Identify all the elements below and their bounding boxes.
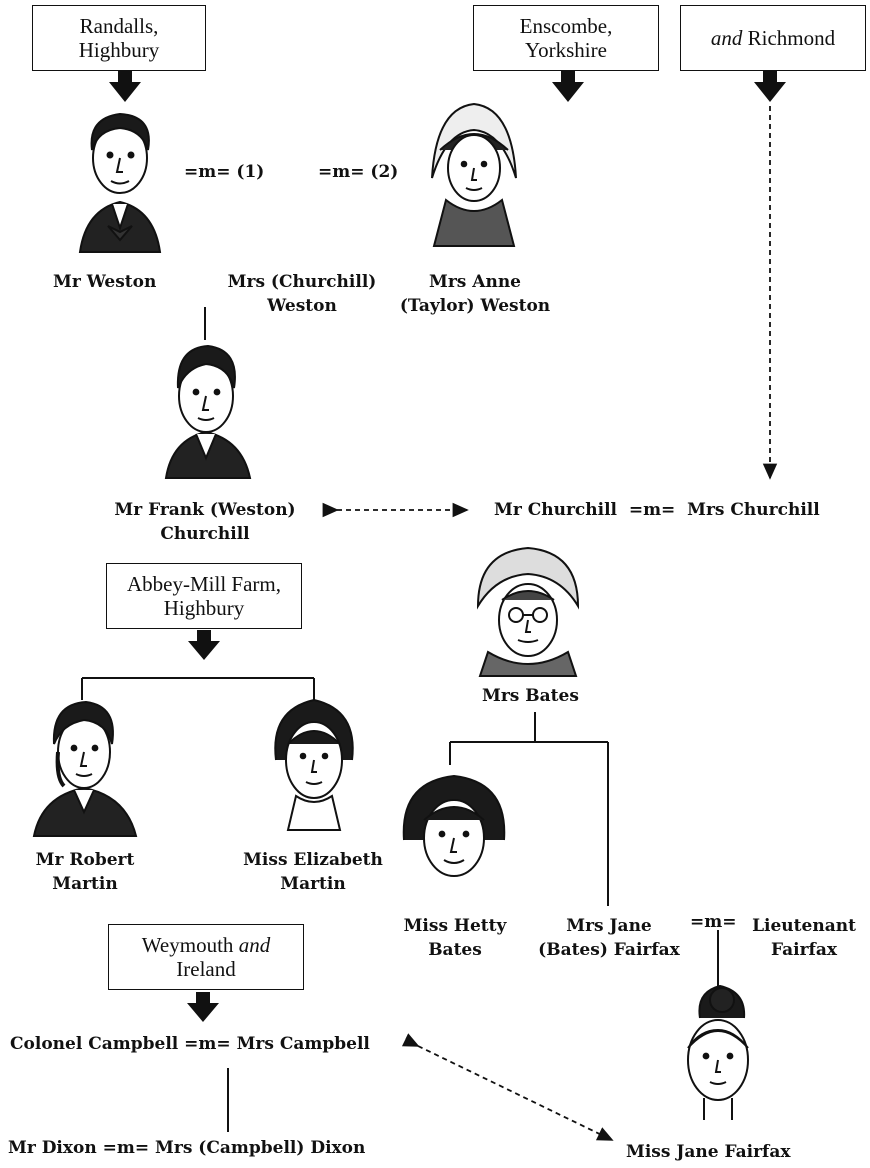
label-elizabeth-martin: Miss Elizabeth Martin bbox=[228, 848, 398, 896]
marriage-mark-first: =m= (1) bbox=[184, 162, 265, 182]
label-mrs-bates: Mrs Bates bbox=[482, 686, 579, 706]
place-box-weymouth: Weymouth and Ireland bbox=[108, 924, 304, 990]
jane-fairfax-portrait bbox=[687, 984, 749, 1120]
hetty-bates-portrait bbox=[402, 774, 506, 877]
place-weymouth-name: Weymouth bbox=[141, 933, 239, 957]
marriage-mark-second: =m= (2) bbox=[318, 162, 399, 182]
label-elizabeth-line2: Martin bbox=[280, 874, 346, 894]
place-randalls-line2: Highbury bbox=[78, 38, 160, 62]
place-abbey-line1: Abbey-Mill Farm, bbox=[127, 572, 281, 596]
elizabeth-martin-portrait bbox=[274, 698, 354, 831]
place-weymouth-and: and bbox=[238, 933, 271, 957]
label-churchill-couple: Mr Churchill =m= Mrs Churchill bbox=[494, 500, 820, 520]
place-enscombe-line1: Enscombe, bbox=[519, 14, 613, 38]
label-hetty-line1: Miss Hetty bbox=[403, 916, 507, 936]
label-hetty-line2: Bates bbox=[428, 940, 482, 960]
frank-churchill-portrait bbox=[164, 344, 252, 479]
place-richmond-name: Richmond bbox=[742, 26, 836, 50]
label-mrs-anne-weston: Mrs Anne (Taylor) Weston bbox=[380, 270, 570, 318]
label-robert-line2: Martin bbox=[52, 874, 118, 894]
label-campbell-couple: Colonel Campbell =m= Mrs Campbell bbox=[10, 1034, 370, 1054]
place-box-abbey-mill: Abbey-Mill Farm, Highbury bbox=[106, 563, 302, 629]
label-mrs-churchill-weston: Mrs (Churchill) Weston bbox=[212, 270, 392, 318]
enscombe-arrow-icon bbox=[552, 70, 584, 102]
label-mrs-anne-line1: Mrs Anne bbox=[429, 272, 521, 292]
richmond-arrow-icon bbox=[754, 70, 786, 102]
place-enscombe-line2: Yorkshire bbox=[525, 38, 607, 62]
label-lieutenant-line2: Fairfax bbox=[770, 940, 838, 960]
label-mrs-anne-line2: (Taylor) Weston bbox=[399, 296, 551, 316]
label-jane-bates-line1: Mrs Jane bbox=[566, 916, 652, 936]
label-lieutenant-line1: Lieutenant bbox=[752, 916, 856, 936]
weymouth-arrow-icon bbox=[187, 992, 219, 1022]
label-frank-line2: Churchill bbox=[160, 524, 250, 544]
label-hetty-bates: Miss Hetty Bates bbox=[390, 914, 520, 962]
mr-weston-portrait bbox=[78, 112, 162, 253]
place-randalls-line1: Randalls, bbox=[79, 14, 159, 38]
place-box-randalls: Randalls, Highbury bbox=[32, 5, 206, 71]
label-lieutenant-fairfax: Lieutenant Fairfax bbox=[746, 914, 862, 962]
randalls-arrow-icon bbox=[109, 70, 141, 102]
mrs-bates-portrait bbox=[476, 546, 580, 677]
label-jane-bates-line2: (Bates) Fairfax bbox=[538, 940, 680, 960]
label-frank-churchill: Mr Frank (Weston) Churchill bbox=[90, 498, 320, 546]
abbey-arrow-icon bbox=[188, 630, 220, 660]
label-elizabeth-line1: Miss Elizabeth bbox=[243, 850, 383, 870]
campbell-jane-dashed-link bbox=[401, 1033, 614, 1141]
label-mr-weston: Mr Weston bbox=[53, 272, 157, 292]
label-dixon-couple: Mr Dixon =m= Mrs (Campbell) Dixon bbox=[8, 1138, 366, 1158]
label-jane-bates-fairfax: Mrs Jane (Bates) Fairfax bbox=[524, 914, 694, 962]
label-robert-martin: Mr Robert Martin bbox=[20, 848, 150, 896]
marriage-mark-fairfax: =m= bbox=[690, 912, 737, 932]
place-weymouth-line2: Ireland bbox=[176, 957, 236, 981]
place-richmond-and: and bbox=[710, 26, 743, 50]
mrs-anne-weston-portrait bbox=[431, 102, 517, 247]
label-robert-line1: Mr Robert bbox=[35, 850, 135, 870]
place-box-enscombe: Enscombe, Yorkshire bbox=[473, 5, 659, 71]
place-box-richmond: and Richmond bbox=[680, 5, 866, 71]
label-jane-fairfax: Miss Jane Fairfax bbox=[626, 1142, 791, 1162]
robert-martin-portrait bbox=[32, 700, 138, 837]
label-mrs-churchill-weston-line1: Mrs (Churchill) bbox=[227, 272, 377, 292]
place-abbey-line2: Highbury bbox=[163, 596, 245, 620]
label-mrs-churchill-weston-line2: Weston bbox=[267, 296, 337, 316]
label-frank-line1: Mr Frank (Weston) bbox=[114, 500, 296, 520]
